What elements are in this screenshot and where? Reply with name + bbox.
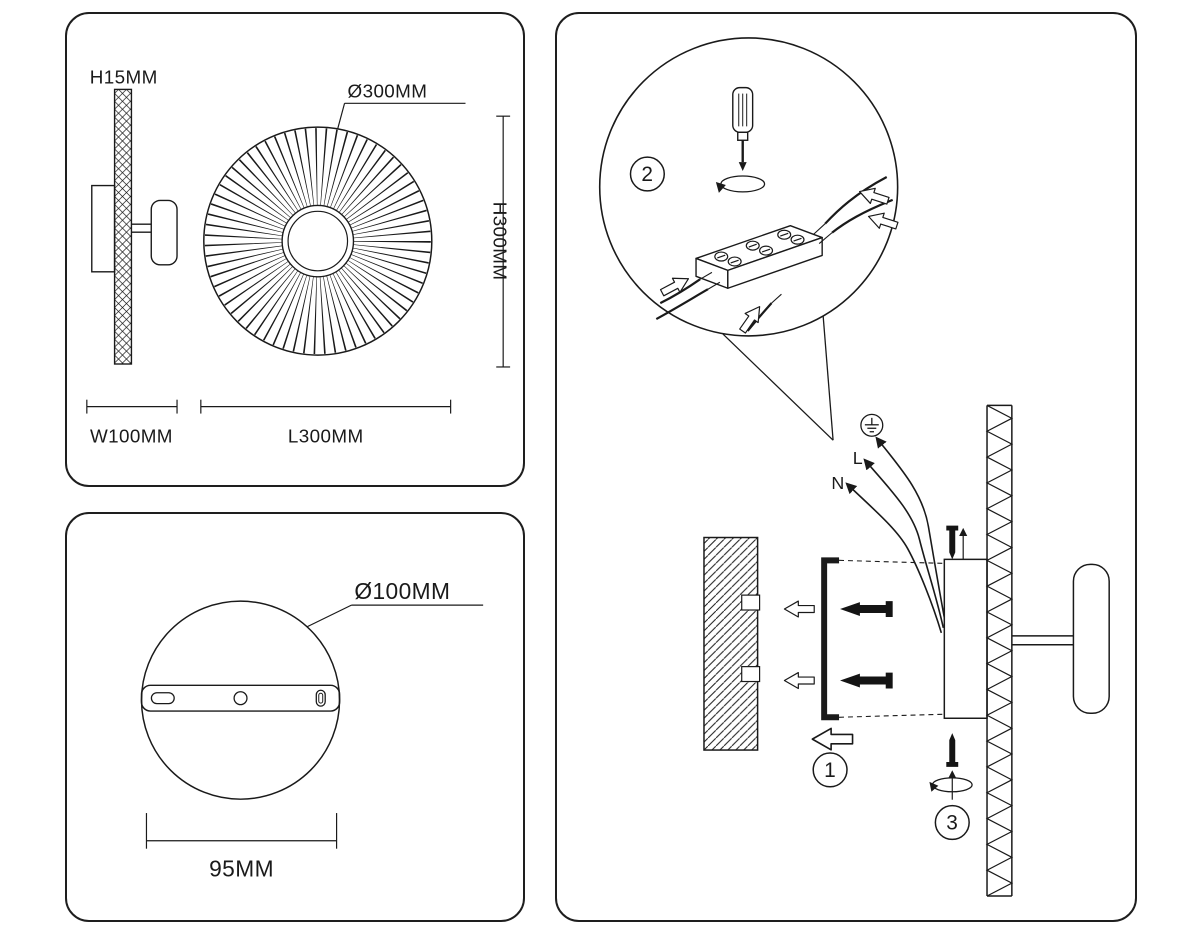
label-base-diameter: Ø100MM — [354, 578, 450, 604]
panel-base-dimensions: Ø100MM 95MM — [65, 512, 525, 922]
label-thickness: H15MM — [90, 66, 158, 87]
anchor-slot — [741, 666, 761, 683]
label-height: H300MM — [489, 202, 510, 281]
lamp-stem — [1011, 635, 1074, 646]
step-2-badge: 2 — [629, 156, 666, 192]
alignment-lines — [839, 559, 943, 718]
panel-installation-steps: 2 L N — [555, 12, 1137, 922]
wire — [659, 278, 701, 305]
wiring-detail-balloon — [598, 37, 899, 441]
lamp-front-view — [203, 126, 433, 356]
terminal-front-face — [727, 236, 823, 289]
wire-bare-end — [818, 232, 833, 244]
label-hole-spacing: 95MM — [209, 855, 274, 881]
mounting-screw — [840, 601, 893, 617]
wire — [655, 288, 709, 320]
supply-wires — [845, 436, 947, 634]
disc-edge — [985, 404, 1014, 897]
fixing-screw-bottom — [946, 733, 959, 767]
fixing-screw-top — [946, 525, 959, 560]
base-plate-view — [140, 600, 341, 800]
push-direction-arrow — [783, 600, 815, 618]
lamp-side-view — [91, 88, 178, 365]
disc-hub-hole — [287, 210, 349, 272]
keyhole-inner — [318, 692, 324, 704]
label-diameter: Ø300MM — [348, 80, 428, 101]
disc-pleats — [204, 128, 431, 355]
lamp-assembly — [943, 404, 1110, 897]
label-width: W100MM — [90, 425, 173, 446]
wall-section — [703, 536, 761, 751]
wire-bare-end — [699, 271, 713, 280]
step-1-number: 1 — [824, 759, 836, 782]
step-3-badge: 3 — [934, 804, 970, 841]
lamp-knob — [1072, 563, 1110, 715]
mounting-bracket — [821, 557, 840, 721]
screwdriver-rotation-arrow — [715, 175, 766, 193]
balloon-circle — [598, 37, 899, 337]
canopy-side — [91, 184, 116, 273]
balloon-tail — [722, 333, 834, 441]
panel-product-dimensions: H15MM Ø300MM H300MM W100MM L300MM — [65, 12, 525, 487]
dimension-lines — [86, 102, 511, 414]
wire-bare-end — [812, 223, 826, 236]
balloon-tail — [822, 315, 834, 441]
step-3-number: 3 — [946, 811, 958, 834]
cable-hole — [233, 691, 248, 706]
anchor-slot — [741, 594, 761, 611]
mounting-plate — [140, 684, 341, 712]
step-1-badge: 1 — [812, 752, 848, 788]
mounting-slot — [150, 692, 175, 705]
knob-side — [150, 199, 178, 266]
canopy-box — [943, 558, 988, 720]
mounting-screw — [840, 672, 893, 689]
step-2-number: 2 — [641, 163, 653, 186]
terminal-screws — [714, 229, 805, 267]
wire — [824, 176, 888, 225]
base-circle — [140, 600, 341, 800]
dimension-lines — [145, 604, 484, 849]
push-direction-arrow — [783, 671, 815, 690]
neutral-wire-label: N — [831, 473, 844, 493]
live-wire-label: L — [853, 448, 863, 468]
wire-ground — [875, 436, 947, 624]
wire-bare-end — [771, 293, 782, 304]
label-length: L300MM — [288, 425, 364, 446]
wire-live — [863, 458, 945, 629]
base-drawing: Ø100MM 95MM — [140, 578, 484, 881]
keyhole-slot — [315, 689, 326, 707]
ground-symbol — [860, 413, 884, 437]
disc-edge-side — [113, 88, 133, 365]
wire — [746, 302, 773, 332]
mount-direction-arrow — [811, 727, 854, 751]
dimension-drawing: H15MM Ø300MM H300MM W100MM L300MM — [86, 66, 511, 446]
wire-neutral — [845, 482, 943, 634]
rotation-indicator — [929, 770, 973, 800]
terminal-block — [695, 224, 823, 289]
installation-drawing: 2 L N — [598, 37, 1110, 897]
screwdriver — [732, 86, 754, 172]
wire-bare-end — [707, 281, 721, 290]
